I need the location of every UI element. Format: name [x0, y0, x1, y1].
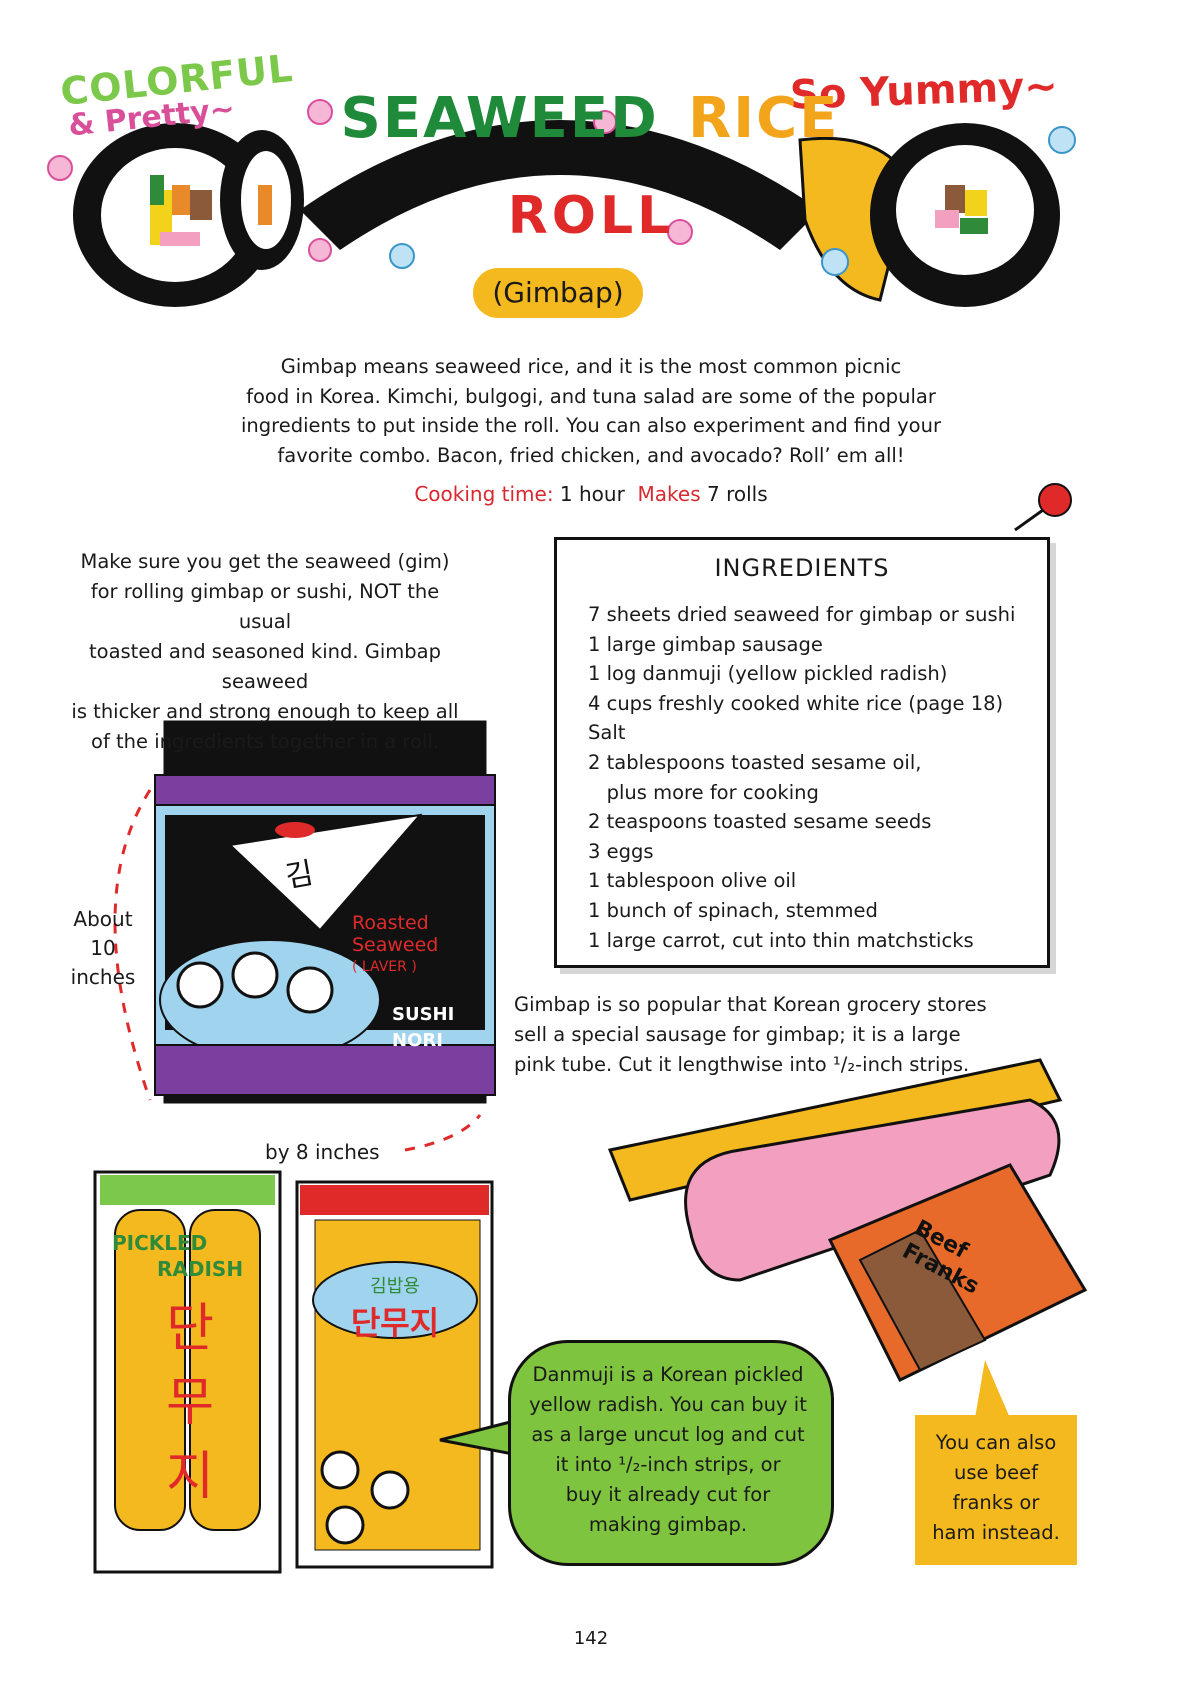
ingredient-item: 1 log danmuji (yellow pickled radish)	[588, 662, 948, 686]
sushi-text: SUSHI	[392, 1004, 455, 1025]
push-pin-icon	[1014, 483, 1072, 532]
flower-icons	[47, 99, 693, 262]
seaweed-note-line: toasted and seasoned kind. Gimbap seawee…	[89, 640, 441, 693]
korean-char: 지	[166, 1447, 214, 1507]
page-title: SEAWEED RICE	[330, 86, 850, 151]
danmuji-note-line: yellow radish. You can buy it	[529, 1393, 807, 1416]
cooking-time-label: Cooking time:	[414, 482, 554, 506]
intro-line: favorite combo. Bacon, fried chicken, an…	[277, 443, 905, 467]
seaweed-note: Make sure you get the seaweed (gim) for …	[70, 547, 460, 757]
radish-pack-korean-label: 단 무 지	[160, 1292, 220, 1514]
pickled-text: PICKLED	[112, 1231, 208, 1255]
beef-franks-package-illustration	[827, 1163, 1088, 1382]
seaweed-text: Seaweed	[352, 934, 439, 956]
ingredients-title: INGREDIENTS	[714, 554, 890, 582]
ingredients-card: INGREDIENTS 7 sheets dried seaweed for g…	[554, 537, 1050, 968]
dimension-about-line: inches	[70, 965, 136, 989]
cooking-info: Cooking time: 1 hour Makes 7 rolls	[0, 482, 1182, 506]
ingredient-item: plus more for cooking	[588, 780, 819, 804]
radish-pack-label: PICKLED RADISH	[112, 1230, 243, 1282]
radish-strips-korean-main: 단무지	[350, 1304, 440, 1342]
blue-flower-icons	[389, 126, 1076, 276]
radish-text: RADISH	[157, 1257, 244, 1281]
seaweed-note-line: for rolling gimbap or sushi, NOT the usu…	[90, 580, 440, 633]
title-word-seaweed: SEAWEED	[340, 86, 659, 151]
intro-line: ingredients to put inside the roll. You …	[241, 414, 941, 437]
dimension-arc-horizontal	[404, 1114, 482, 1152]
page-number: 142	[573, 1628, 609, 1649]
korean-char: 무	[166, 1373, 214, 1433]
intro-line: Gimbap means seaweed rice, and it is the…	[280, 355, 902, 378]
seaweed-package-illustration	[154, 720, 496, 1104]
danmuji-note-line: Danmuji is a Korean pickled	[532, 1363, 804, 1386]
franks-note-line: ham instead.	[932, 1521, 1060, 1544]
danmuji-note: Danmuji is a Korean pickled yellow radis…	[518, 1360, 818, 1540]
korean-char: 단	[166, 1299, 214, 1359]
seaweed-note-line: of the ingredients together in a roll.	[91, 730, 439, 753]
yellow-bubble-tail	[975, 1360, 1010, 1418]
sausage-note-line: Gimbap is so popular that Korean grocery…	[514, 993, 987, 1016]
franks-note-line: You can also	[935, 1431, 1057, 1454]
sausage-note-line: pink tube. Cut it lengthwise into ¹/₂-in…	[514, 1053, 970, 1076]
ingredient-item: Salt	[588, 721, 626, 745]
makes-value: 7 rolls	[707, 482, 768, 506]
dimension-about-line: About	[73, 907, 133, 931]
dimension-about-line: 10	[90, 936, 116, 960]
sausage-note: Gimbap is so popular that Korean grocery…	[514, 990, 994, 1080]
seaweed-pack-sushi-nori: SUSHI NORI	[392, 1002, 454, 1054]
franks-bubble	[915, 1415, 1077, 1565]
seaweed-note-line: is thicker and strong enough to keep all	[71, 700, 459, 723]
sausage-note-line: sell a special sausage for gimbap; it is…	[514, 1023, 961, 1046]
franks-note-line: use beef	[954, 1461, 1038, 1484]
radish-strips-package-illustration	[295, 1180, 494, 1569]
seaweed-pack-roasted-label: Roasted Seaweed ( LAVER )	[352, 912, 438, 978]
gimbap-roll-left-back-illustration	[220, 130, 304, 270]
title-banner-illustration	[300, 120, 820, 250]
danmuji-bubble	[508, 1340, 834, 1566]
ingredient-item: 2 tablespoons toasted sesame oil,	[588, 750, 922, 774]
ingredient-item: 3 eggs	[588, 839, 654, 863]
gimbap-roll-right-illustration	[870, 123, 1060, 307]
ingredient-item: 1 bunch of spinach, stemmed	[588, 898, 878, 922]
ingredient-item: 1 tablespoon olive oil	[588, 869, 797, 893]
page-subtitle: (Gimbap)	[473, 268, 643, 318]
dimension-arc-vertical	[113, 789, 152, 1101]
danmuji-note-line: making gimbap.	[588, 1513, 748, 1536]
intro-line: food in Korea. Kimchi, bulgogi, and tuna…	[246, 384, 936, 408]
ingredient-item: 4 cups freshly cooked white rice (page 1…	[588, 691, 1004, 715]
laver-text: ( LAVER )	[352, 959, 417, 975]
title-word-roll: ROLL	[507, 186, 675, 246]
cooking-time-value: 1 hour	[559, 482, 625, 506]
radish-strips-korean-top: 김밥용	[370, 1276, 420, 1297]
pink-sausage-illustration	[684, 1098, 1061, 1282]
dimension-by: by 8 inches	[265, 1140, 380, 1164]
makes-label: Makes	[637, 482, 701, 506]
ingredient-item: 2 teaspoons toasted sesame seeds	[588, 810, 932, 834]
pickled-radish-package-illustration	[93, 1170, 282, 1574]
franks-note: You can also use beef franks or ham inst…	[918, 1428, 1074, 1548]
franks-note-line: franks or	[952, 1491, 1040, 1514]
seaweed-note-line: Make sure you get the seaweed (gim)	[80, 550, 450, 573]
ingredient-item: 1 large gimbap sausage	[588, 632, 823, 656]
ingredient-item: 1 large carrot, cut into thin matchstick…	[588, 928, 974, 952]
dimension-about: About 10 inches	[58, 905, 148, 992]
title-word-rice: RICE	[688, 86, 840, 151]
ingredients-list: 7 sheets dried seaweed for gimbap or sus…	[588, 600, 1015, 955]
ingredient-item: 7 sheets dried seaweed for gimbap or sus…	[588, 603, 1016, 626]
roasted-text: Roasted	[352, 912, 429, 934]
intro-paragraph: Gimbap means seaweed rice, and it is the…	[200, 352, 982, 470]
danmuji-note-line: it into ¹/₂-inch strips, or	[555, 1453, 781, 1476]
danmuji-note-line: as a large uncut log and cut	[531, 1423, 805, 1446]
danmuji-note-line: buy it already cut for	[565, 1483, 771, 1506]
nori-text: NORI	[392, 1030, 443, 1051]
